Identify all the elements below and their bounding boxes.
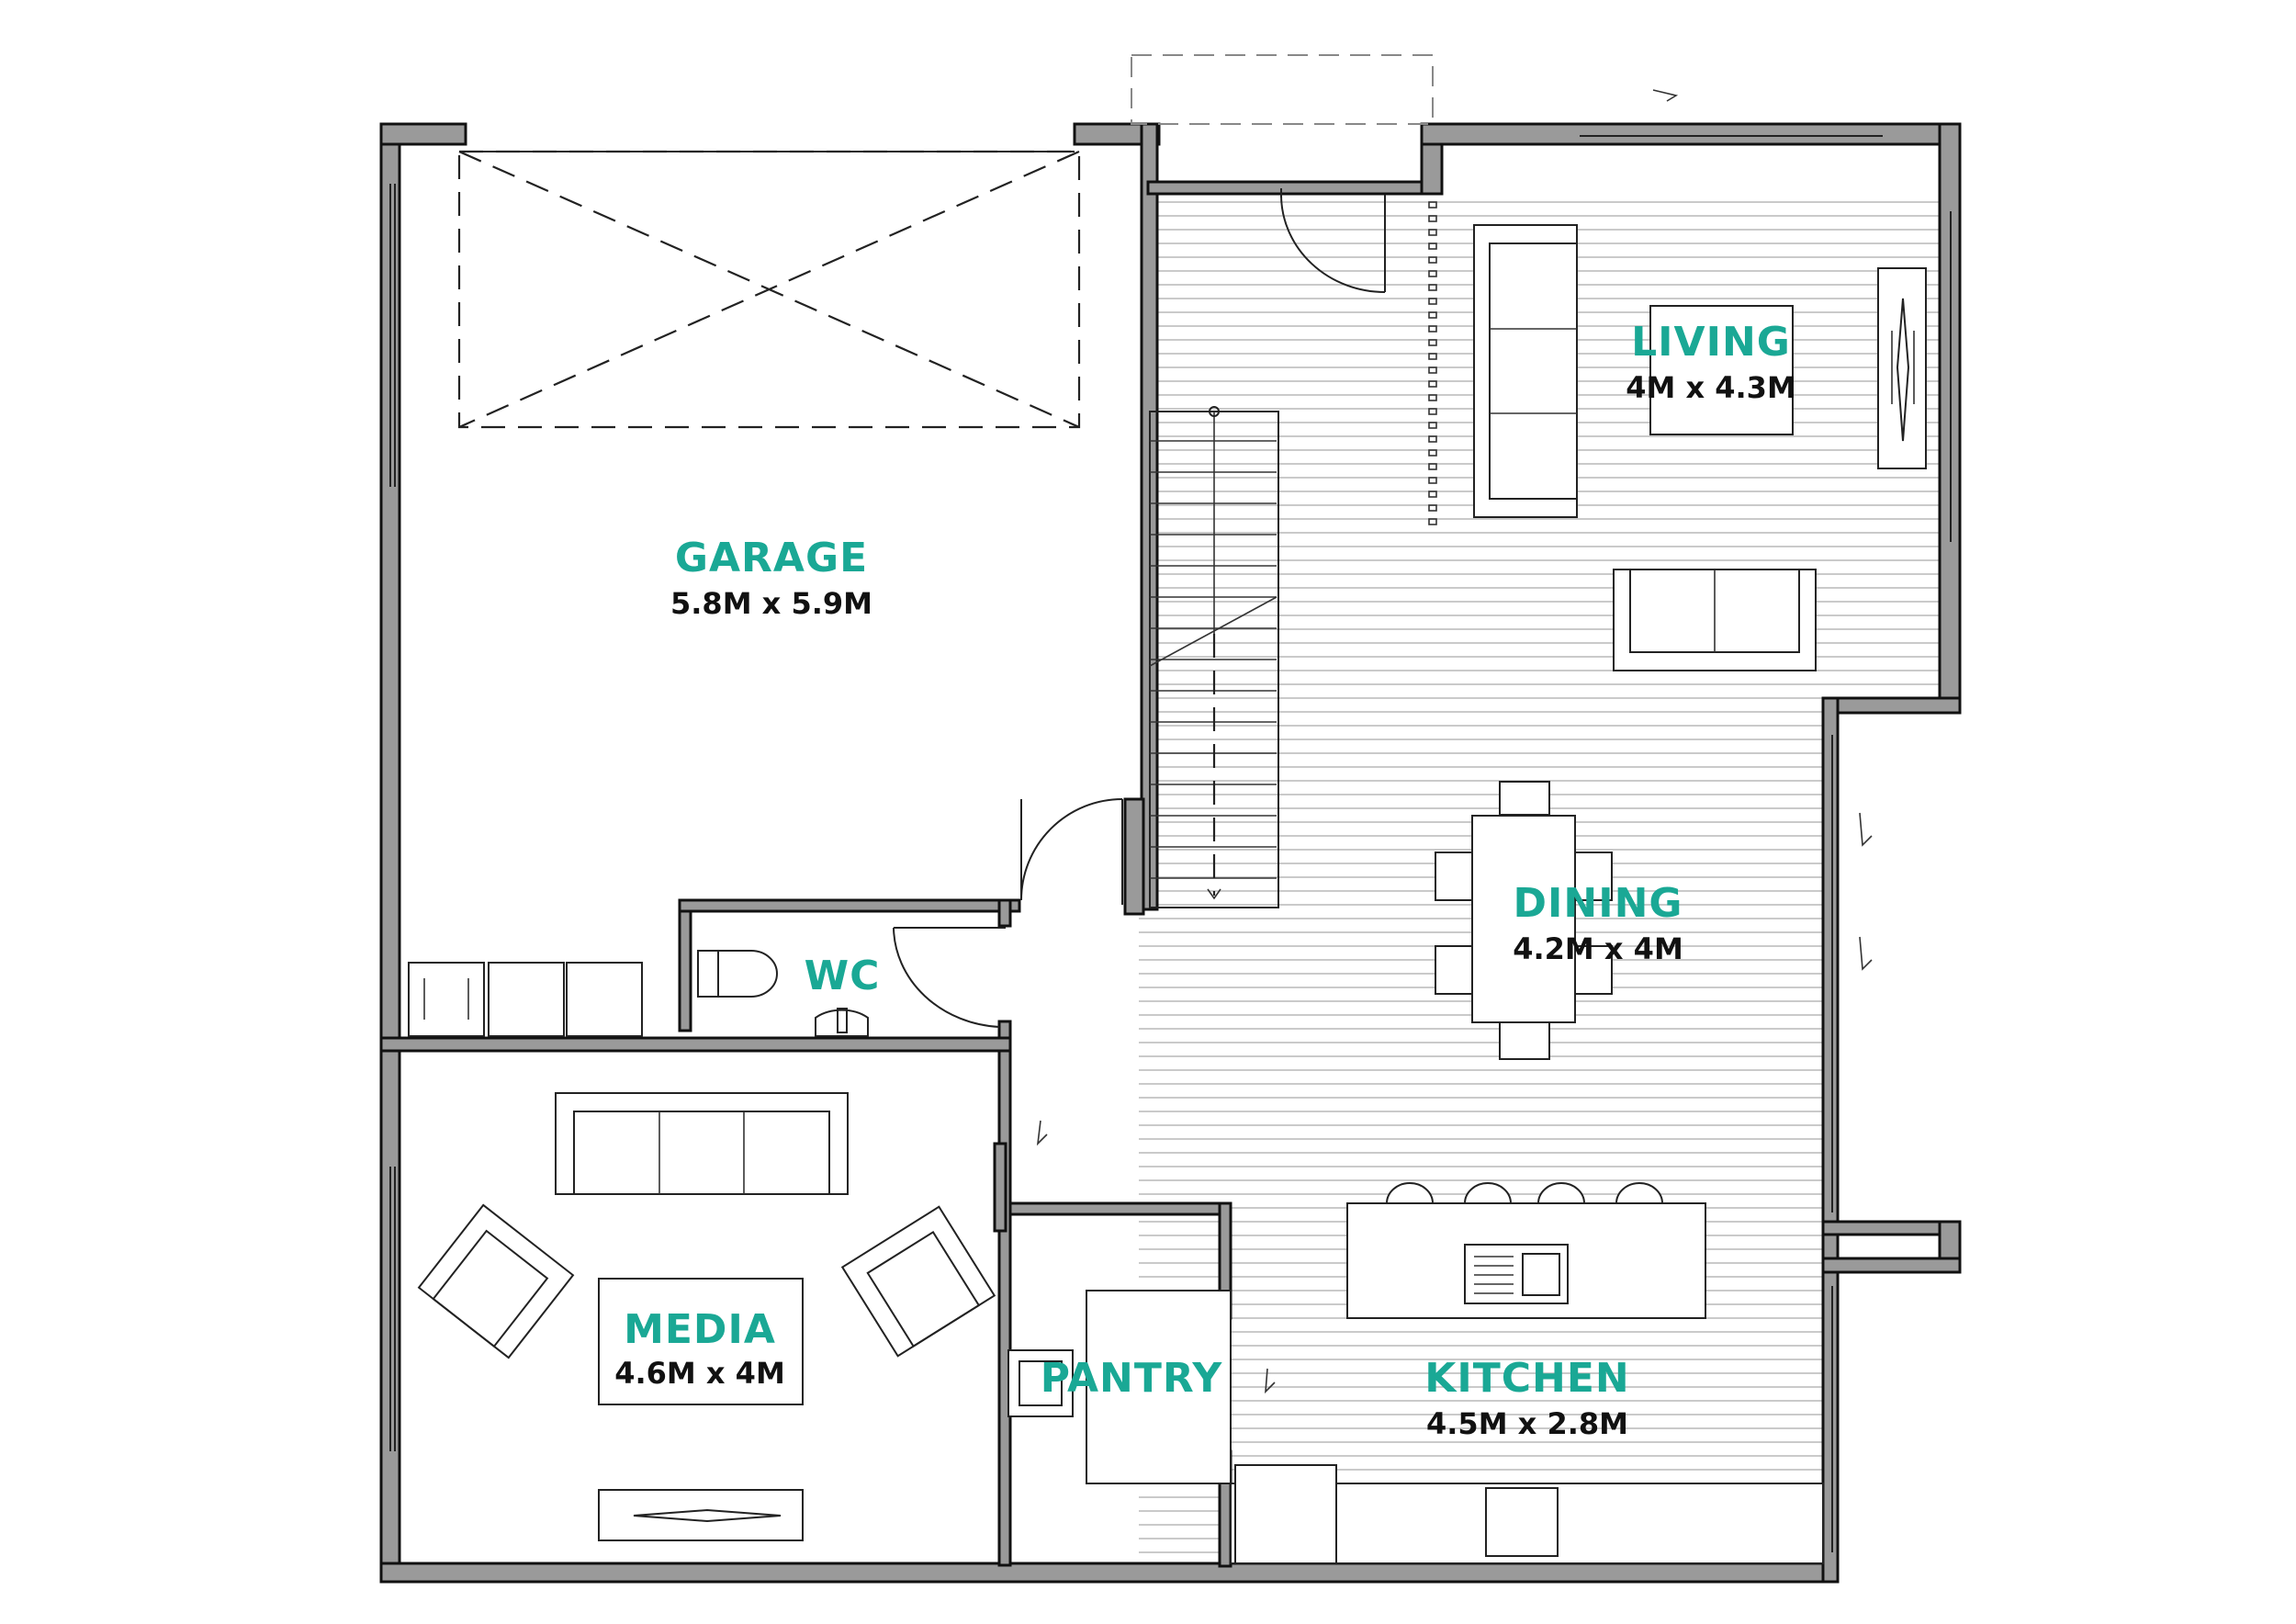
kitchen-island	[1346, 1202, 1706, 1319]
kitchen-bench	[1086, 1290, 1824, 1564]
wc-door-swing	[893, 927, 1006, 1028]
living-label: LIVING	[1631, 319, 1791, 366]
media-label: MEDIA	[624, 1306, 776, 1353]
wc-label: WC	[805, 953, 881, 999]
living-sofa-2	[1613, 569, 1817, 671]
wc-fixtures	[697, 950, 869, 1037]
interior-walls	[379, 797, 1232, 1568]
garage-label: GARAGE	[675, 535, 868, 581]
media-size: 4.6M x 4M	[614, 1356, 785, 1391]
front-door-swing	[1131, 54, 1434, 293]
garage-cabinets	[408, 962, 643, 1037]
pantry-label: PANTRY	[1041, 1355, 1223, 1402]
living-sofa	[1473, 224, 1578, 518]
media-rug	[598, 1278, 804, 1405]
living-size: 4M x 4.3M	[1626, 370, 1796, 405]
garage-door-swing	[1020, 798, 1123, 905]
media-sofa	[555, 1092, 849, 1195]
dining-label: DINING	[1513, 880, 1683, 927]
media-armchair-left	[417, 1203, 575, 1359]
garage-size: 5.8M x 5.9M	[670, 586, 872, 621]
kitchen-size: 4.5M x 2.8M	[1426, 1406, 1628, 1441]
dining-table	[1435, 781, 1613, 1060]
bar-stools	[1385, 1182, 1664, 1204]
windows	[389, 135, 1952, 1552]
media-armchair-right	[840, 1205, 996, 1358]
kitchen-label: KITCHEN	[1424, 1355, 1629, 1402]
garage-door-overhead	[457, 150, 1081, 429]
room-labels: GARAGE 5.8M x 5.9M LIVING 4M x 4.3M DINI…	[614, 319, 1796, 1441]
staircase	[1149, 406, 1279, 908]
dining-size: 4.2M x 4M	[1513, 931, 1683, 966]
pantry-shelf	[1007, 1349, 1074, 1417]
door-arrows	[1036, 89, 1873, 1394]
entry-mat	[1428, 201, 1437, 525]
media-tv-unit	[598, 1489, 804, 1541]
living-rug	[1649, 305, 1794, 435]
tv-unit	[1877, 267, 1927, 469]
